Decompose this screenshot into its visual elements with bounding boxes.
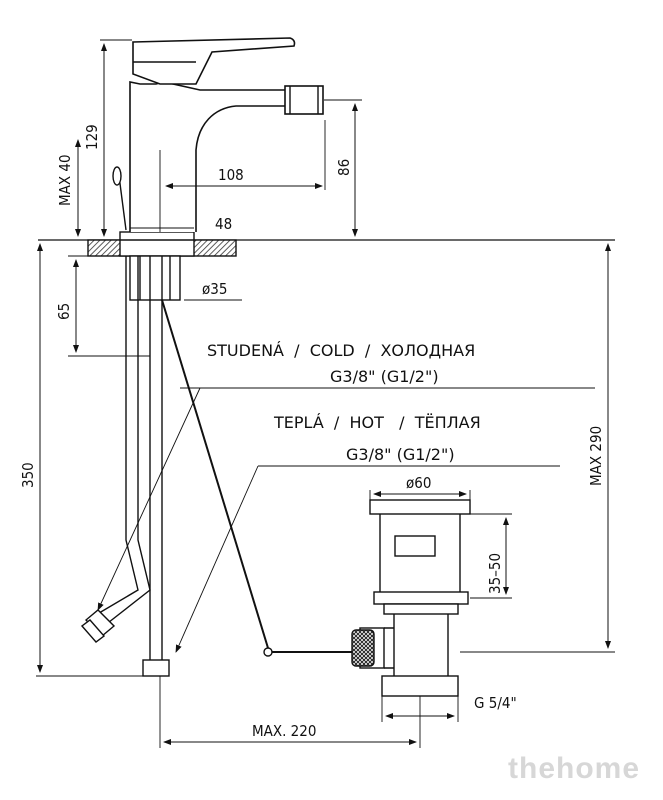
- dim-65: 65: [55, 303, 73, 320]
- drain-assembly: [351, 499, 471, 697]
- label-cold-thread: G3/8" (G1/2"): [330, 367, 439, 386]
- label-cold: STUDENÁ / COLD / ХОЛОДНАЯ: [207, 341, 475, 360]
- faucet-body: [129, 81, 291, 232]
- dim-dia35: ø35: [202, 280, 227, 298]
- lever-handle: [132, 37, 296, 85]
- label-hot-thread: G3/8" (G1/2"): [346, 445, 455, 464]
- dim-max220: MAX. 220: [252, 722, 316, 740]
- aerator: [284, 85, 324, 115]
- base-flange: [119, 231, 195, 257]
- dim-dia60: ø60: [406, 474, 431, 492]
- dim-g54: G 5/4": [474, 694, 517, 712]
- dim-35-50: 35–50: [486, 553, 504, 594]
- hot-hose-nut: [142, 659, 170, 677]
- label-hot: TEPLÁ / HOT / ТЁПЛАЯ: [273, 413, 481, 432]
- dim-108: 108: [218, 166, 244, 184]
- dim-max40: MAX 40: [56, 154, 74, 206]
- hot-hose: [149, 256, 163, 660]
- pull-rod: [161, 299, 269, 649]
- watermark-logo: thehome: [508, 752, 640, 785]
- dim-86: 86: [335, 159, 353, 176]
- dim-350: 350: [19, 462, 37, 488]
- dim-48: 48: [215, 215, 232, 233]
- cold-leader: [97, 387, 201, 611]
- cold-hose: [93, 256, 151, 627]
- dim-129: 129: [83, 124, 101, 150]
- hot-leader: [175, 465, 259, 653]
- dim-max290: MAX 290: [587, 426, 605, 486]
